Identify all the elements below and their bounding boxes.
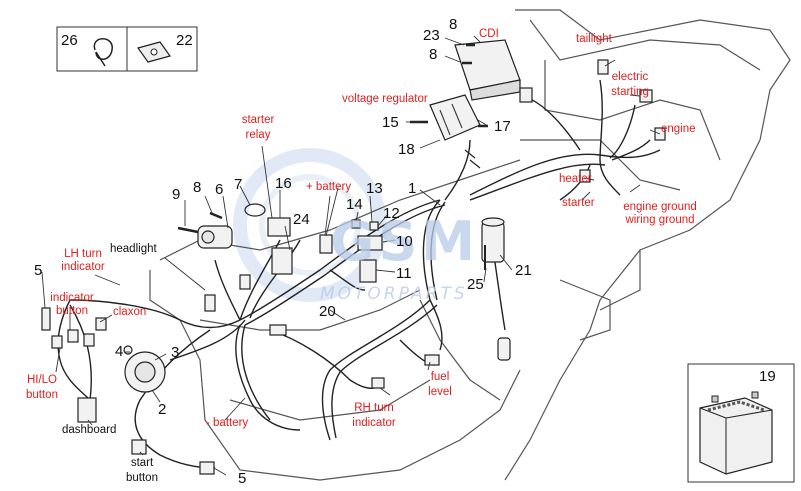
part-number-26: 26	[61, 32, 78, 49]
label-taillight: taillight	[576, 33, 612, 45]
part-number-12: 12	[383, 205, 400, 222]
label-headlight: headlight	[110, 243, 157, 255]
label-claxon: claxon	[113, 306, 147, 318]
part-number-18: 18	[398, 141, 415, 158]
label-starter-relay: starter relay	[241, 114, 275, 141]
part-number-23: 23	[423, 27, 440, 44]
part-number-2: 2	[158, 401, 167, 418]
label-cdi: CDI	[479, 28, 499, 40]
watermark-subtext: MOTORPARTS	[320, 284, 468, 304]
label-heater: heater	[559, 173, 592, 185]
label-battery-plus: + battery	[306, 181, 352, 193]
part-number-8-mid: 8	[429, 46, 438, 63]
part-11-unit	[359, 259, 377, 283]
part-10-unit	[357, 235, 383, 251]
battery-box	[687, 363, 795, 483]
label-rh-turn-indicator: RH turn indicator	[352, 402, 396, 429]
part-number-24: 24	[293, 211, 310, 228]
wiring-harness	[57, 79, 661, 469]
part-number-5-top: 5	[34, 262, 43, 279]
part-number-8-top: 8	[449, 16, 458, 33]
part-number-4: 4	[115, 343, 124, 360]
label-hi-lo-button: HI/LO button	[26, 374, 58, 401]
part-number-1: 1	[408, 180, 417, 197]
voltage-regulator-unit	[429, 94, 481, 141]
part-number-15: 15	[382, 114, 399, 131]
watermark-text: GSM	[330, 210, 479, 273]
label-dashboard: dashboard	[62, 424, 117, 436]
cdi-unit	[454, 39, 521, 101]
part-number-6: 6	[215, 181, 224, 198]
part-number-16: 16	[275, 175, 292, 192]
label-lh-turn-indicator: LH turn indicator	[61, 248, 105, 273]
part-number-11: 11	[396, 265, 412, 282]
label-engine: engine	[661, 123, 696, 135]
part-number-13: 13	[366, 180, 383, 197]
ignition-switch-unit	[197, 225, 233, 249]
part-number-25: 25	[467, 276, 484, 293]
label-starter: starter	[562, 197, 595, 209]
horn-unit	[124, 351, 166, 393]
label-electric-starting: electric starting	[611, 71, 649, 98]
part-boxes	[56, 26, 198, 72]
label-start-button: start button	[126, 457, 158, 484]
part-number-5-bottom: 5	[238, 470, 247, 487]
part-number-22: 22	[176, 32, 193, 49]
label-battery-minus: - battery	[206, 417, 249, 429]
components	[41, 39, 666, 475]
part-number-10: 10	[396, 233, 413, 250]
label-voltage-regulator: voltage regulator	[342, 93, 428, 105]
part-number-20: 20	[319, 303, 336, 320]
part-number-8-left: 8	[193, 179, 202, 196]
part-number-9: 9	[172, 186, 181, 203]
starter-relay-unit	[267, 217, 291, 237]
part-number-21: 21	[515, 262, 532, 279]
label-fuel-level: fuel level	[428, 371, 452, 398]
part-21-unit	[481, 217, 505, 263]
frame-outline	[149, 9, 791, 481]
part-number-19: 19	[759, 368, 776, 385]
part-number-7: 7	[234, 176, 243, 193]
label-engine-ground: engine ground wiring ground	[623, 201, 697, 226]
part-number-14: 14	[346, 196, 363, 213]
part-number-3: 3	[171, 344, 180, 361]
leader-lines	[41, 35, 661, 476]
part-number-17: 17	[494, 118, 511, 135]
label-indicator-button: indicator button	[50, 292, 94, 317]
